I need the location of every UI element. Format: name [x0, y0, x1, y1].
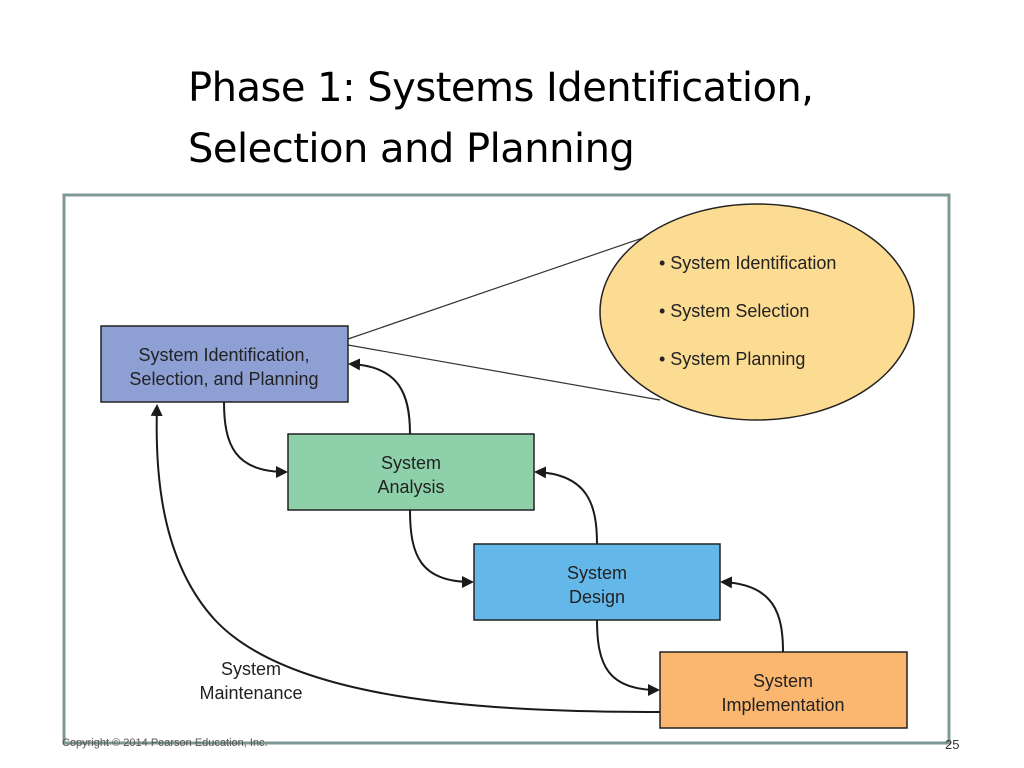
arrow-design-to-analysis — [534, 466, 598, 545]
box-analysis-line-1: System — [381, 453, 441, 473]
box-design-line-2: Design — [569, 587, 625, 607]
box-design: System Design — [473, 543, 721, 621]
bubble-item-identification: • System Identification — [659, 253, 836, 273]
box-design-line-1: System — [567, 563, 627, 583]
box-implementation: System Implementation — [659, 651, 908, 729]
maintenance-label-line-1: System — [221, 659, 281, 679]
box-identification: System Identification, Selection, and Pl… — [100, 325, 349, 403]
zoom-line-top — [347, 231, 661, 340]
bubble-item-selection: • System Selection — [659, 301, 809, 321]
bubble-item-planning: • System Planning — [659, 349, 805, 369]
zoom-line-bottom — [347, 344, 661, 401]
copyright-notice: Copyright © 2014 Pearson Education, Inc. — [62, 737, 268, 749]
arrow-implementation-to-design — [720, 576, 784, 653]
slide-title: Phase 1: Systems Identification, Selecti… — [188, 58, 948, 180]
arrow-maintenance-loop — [150, 404, 661, 713]
box-implementation-line-1: System — [753, 671, 813, 691]
detail-bubble — [599, 203, 915, 421]
arrow-design-to-implementation — [596, 619, 660, 696]
maintenance-label-line-2: Maintenance — [199, 683, 302, 703]
box-identification-line-2: Selection, and Planning — [129, 369, 318, 389]
title-line-2: Selection and Planning — [188, 126, 635, 172]
box-identification-line-1: System Identification, — [138, 345, 309, 365]
title-line-1: Phase 1: Systems Identification, — [188, 65, 814, 111]
page-number: 25 — [945, 737, 960, 752]
arrow-identification-to-analysis — [223, 401, 288, 478]
box-implementation-line-2: Implementation — [721, 695, 844, 715]
box-analysis-line-2: Analysis — [377, 477, 444, 497]
box-analysis: System Analysis — [287, 433, 535, 511]
arrow-analysis-to-design — [409, 509, 474, 588]
arrow-analysis-to-identification — [348, 358, 411, 435]
